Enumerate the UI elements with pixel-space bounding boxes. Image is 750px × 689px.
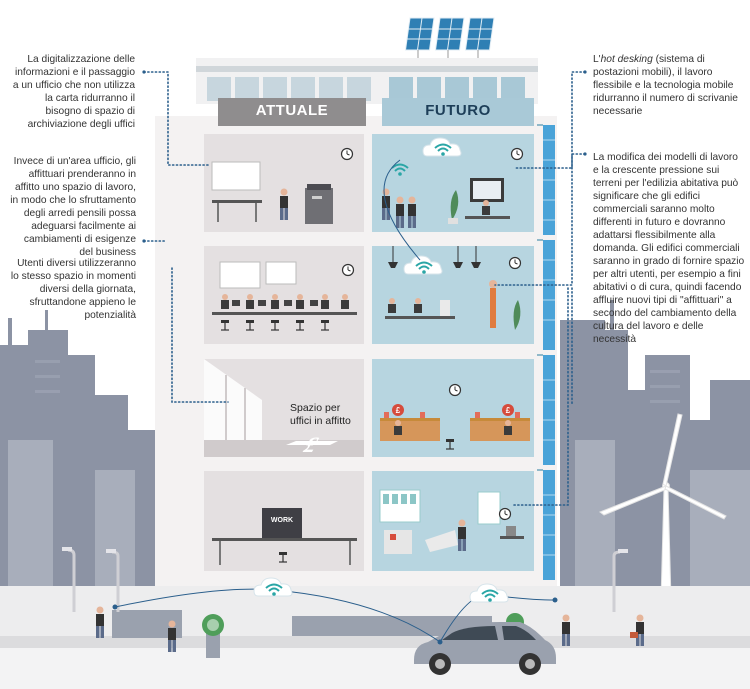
rent-space-line1: Spazio per	[290, 402, 341, 414]
tree	[202, 614, 224, 658]
callout-hot-desking: L'hot desking (sistema di postazioni mob…	[593, 53, 745, 118]
floor-future-4	[372, 471, 534, 571]
floor-future-3: £ £	[372, 359, 534, 457]
callout-buildings-change: La modifica dei modelli di lavoro e la c…	[593, 152, 745, 345]
callout-digitization: La digitalizzazione delle informazioni e…	[12, 54, 135, 130]
wind-turbine-icon	[598, 413, 727, 601]
work-sign: WORK	[270, 517, 294, 524]
floor-future-2	[372, 246, 534, 344]
floor-current-3: £	[204, 359, 364, 458]
rent-space-line2: uffici in affitto	[290, 415, 351, 427]
rent-space-label: Spazio per uffici in affitto	[290, 402, 360, 428]
pound-sign-icon	[286, 441, 338, 445]
pipe-lines	[537, 124, 543, 471]
solar-panel-icon	[404, 17, 495, 58]
hot-desking-term: hot desking	[600, 54, 653, 65]
floor-future-1	[372, 134, 534, 232]
floor-current-4	[204, 471, 364, 571]
tab-future-bg	[382, 98, 534, 126]
floor-current-1	[204, 134, 364, 232]
callout-rent-workspace: Invece di un'area ufficio, gli affittuar…	[10, 156, 136, 258]
callout-connectors	[143, 71, 586, 506]
facade-panels	[543, 125, 555, 580]
car-icon	[414, 622, 556, 675]
floor-current-2	[204, 246, 364, 344]
tab-current-label: ATTUALE	[255, 102, 329, 119]
tab-current-bg	[218, 98, 366, 126]
tab-future-label: FUTURO	[425, 102, 491, 119]
svg-text:£: £	[396, 406, 401, 415]
hot-desking-post: (sistema di postazioni mobili), il lavor…	[593, 54, 738, 117]
callout-shared-users: Utenti diversi utilizzeranno lo stesso s…	[10, 258, 136, 321]
hot-desking-pre: L'	[593, 54, 601, 65]
svg-text:£: £	[506, 406, 511, 415]
